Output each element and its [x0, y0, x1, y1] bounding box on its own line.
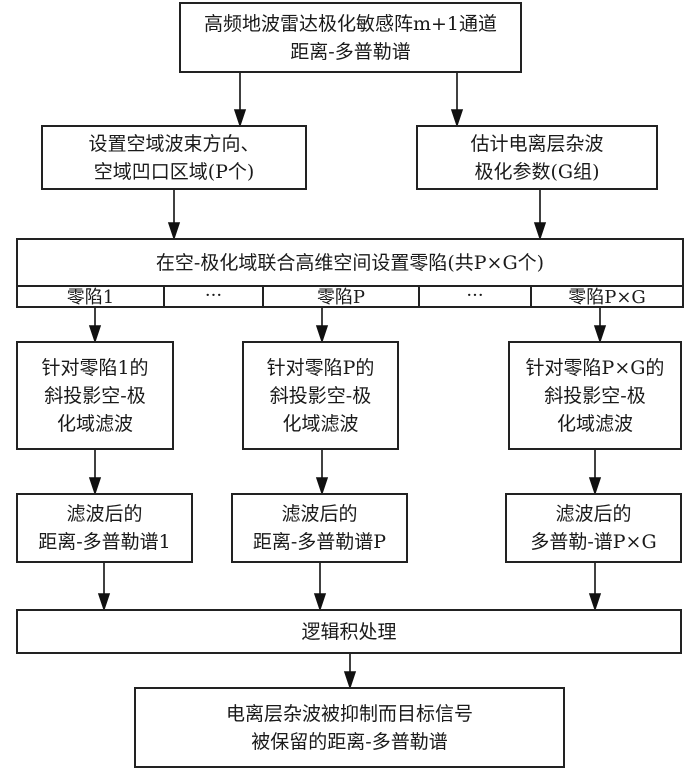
filter-box-P-line-1: 针对零陷P的	[266, 356, 375, 379]
result-line-2: 被保留的距离-多普勒谱	[251, 730, 448, 753]
null-cell-ellipsis-2-label: ···	[466, 285, 484, 306]
filter-box-1-line-1: 针对零陷1的	[41, 356, 149, 379]
spatial-notch-line-2: 空域凹口区域(P个)	[93, 160, 255, 183]
spectrum-box-1: 滤波后的 距离-多普勒谱1	[16, 493, 193, 563]
result-box: 电离层杂波被抑制而目标信号 被保留的距离-多普勒谱	[134, 687, 565, 768]
spectrum-box-PxG: 滤波后的 多普勒-谱P×G	[505, 493, 682, 563]
null-cell-P-label: 零陷P	[316, 286, 366, 308]
null-cell-1: 零陷1	[18, 285, 165, 308]
null-cell-1-label: 零陷1	[66, 286, 115, 308]
arrow-nullPG-to-filterPG	[593, 307, 607, 344]
spatial-notch-line-1: 设置空域波束方向、	[88, 132, 260, 155]
arrow-spectrum1-to-logic	[97, 562, 111, 612]
null-setting-box: 在空-极化域联合高维空间设置零陷(共P×G个)	[16, 238, 684, 287]
input-spectrum-line-1: 高频地波雷达极化敏感阵m+1通道	[203, 12, 498, 35]
input-spectrum-box: 高频地波雷达极化敏感阵m+1通道 距离-多普勒谱	[179, 2, 522, 73]
null-cell-ellipsis-2: ···	[420, 285, 532, 306]
filter-box-PxG-line-1: 针对零陷P×G的	[525, 356, 665, 379]
clutter-polarization-line-1: 估计电离层杂波	[470, 132, 604, 155]
filter-box-1-line-3: 化域滤波	[56, 412, 133, 435]
spectrum-box-P-line-2: 距离-多普勒谱P	[252, 531, 387, 553]
arrow-nullP-to-filterP	[315, 307, 329, 344]
filter-box-1-line-2: 斜投影空-极	[44, 384, 146, 407]
spectrum-box-1-line-2: 距离-多普勒谱1	[38, 531, 171, 553]
null-cell-PxG: 零陷P×G	[532, 285, 682, 308]
arrow-filter1-to-spectrum1	[88, 449, 102, 496]
filter-box-PxG-line-3: 化域滤波	[556, 412, 633, 435]
spectrum-box-P-line-1: 滤波后的	[281, 503, 358, 525]
input-spectrum-line-2: 距离-多普勒谱	[290, 40, 411, 63]
result-line-1: 电离层杂波被抑制而目标信号	[225, 702, 473, 725]
spectrum-box-PxG-line-2: 多普勒-谱P×G	[530, 531, 657, 553]
logic-product-box: 逻辑积处理	[16, 609, 682, 654]
arrow-title-to-right	[450, 72, 464, 128]
arrow-spectrumPG-to-logic	[588, 562, 602, 612]
arrow-left-to-null	[167, 189, 181, 241]
filter-box-P-line-2: 斜投影空-极	[269, 384, 372, 407]
logic-product-label: 逻辑积处理	[301, 620, 397, 643]
filter-box-PxG-line-2: 斜投影空-极	[544, 384, 646, 407]
clutter-polarization-line-2: 极化参数(G组)	[474, 160, 600, 183]
filter-box-1: 针对零陷1的 斜投影空-极 化域滤波	[16, 341, 174, 450]
null-cell-ellipsis-1: ···	[165, 285, 264, 306]
spatial-notch-box: 设置空域波束方向、 空域凹口区域(P个)	[41, 125, 307, 190]
arrow-filterPG-to-spectrumPG	[588, 449, 602, 496]
arrow-logic-to-result	[343, 653, 357, 690]
filter-box-P-line-3: 化域滤波	[282, 412, 359, 435]
arrow-title-to-left	[233, 72, 247, 128]
arrow-right-to-null	[533, 189, 547, 241]
arrow-filterP-to-spectrumP	[315, 449, 329, 496]
null-cell-ellipsis-1-label: ···	[204, 285, 223, 306]
filter-box-P: 针对零陷P的 斜投影空-极 化域滤波	[242, 341, 399, 450]
spectrum-box-P: 滤波后的 距离-多普勒谱P	[231, 493, 408, 563]
clutter-polarization-box: 估计电离层杂波 极化参数(G组)	[416, 125, 658, 190]
null-cells-row: 零陷1 ··· 零陷P ··· 零陷P×G	[16, 285, 684, 308]
null-cell-PxG-label: 零陷P×G	[568, 286, 646, 308]
filter-box-PxG: 针对零陷P×G的 斜投影空-极 化域滤波	[508, 341, 682, 450]
arrow-null1-to-filter1	[88, 307, 102, 344]
spectrum-box-PxG-line-1: 滤波后的	[555, 503, 632, 525]
null-setting-title: 在空-极化域联合高维空间设置零陷(共P×G个)	[155, 251, 545, 274]
arrow-spectrumP-to-logic	[313, 562, 327, 612]
spectrum-box-1-line-1: 滤波后的	[66, 503, 143, 525]
null-cell-P: 零陷P	[264, 285, 420, 308]
